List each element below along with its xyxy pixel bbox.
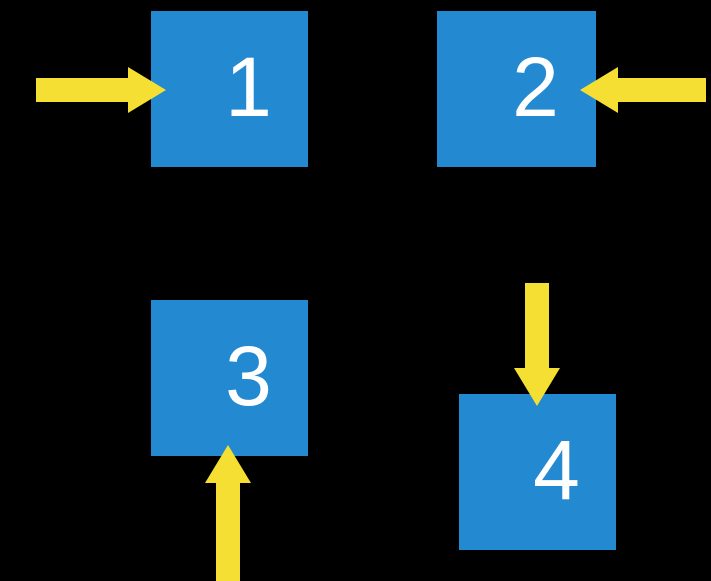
node-box-4[interactable] <box>459 394 616 550</box>
node-box-1[interactable] <box>151 11 308 167</box>
node-label-4: 4 <box>533 423 580 517</box>
node-label-2: 2 <box>512 40 559 134</box>
node-box-3[interactable] <box>151 300 308 456</box>
node-label-3: 3 <box>225 329 272 423</box>
node-box-2[interactable] <box>437 11 596 167</box>
node-label-1: 1 <box>225 40 272 134</box>
